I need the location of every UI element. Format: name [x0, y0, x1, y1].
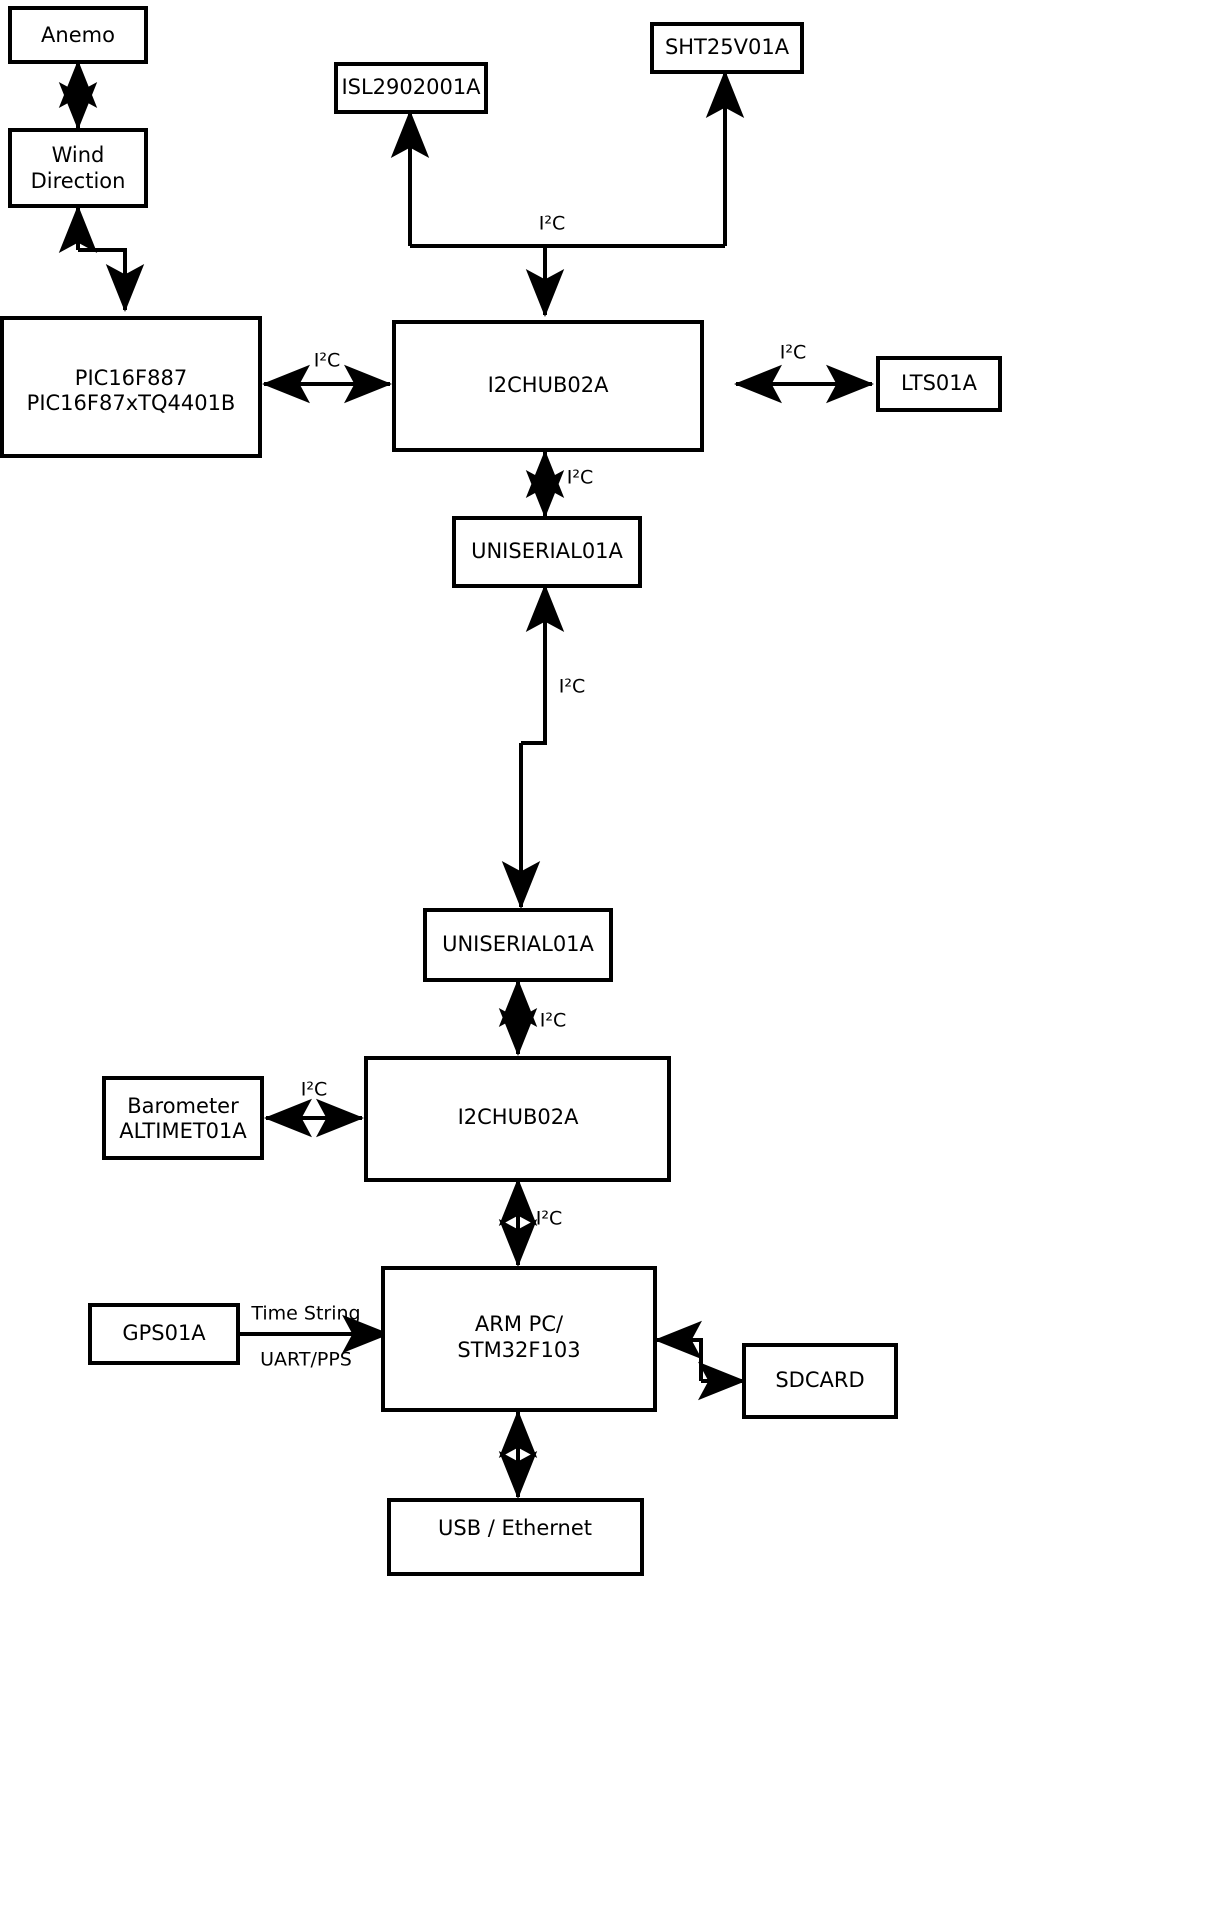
node-arm-pc-label-line1: ARM PC/ — [475, 1312, 564, 1336]
edge-arm-sdcard — [654, 1320, 746, 1401]
node-sdcard-box[interactable] — [742, 1343, 898, 1419]
edge-label-i2c-pic: I²C — [314, 350, 341, 372]
node-lts01a[interactable]: LTS01A — [876, 356, 1002, 412]
node-barometer-altimet01a[interactable]: Barometer ALTIMET01A — [102, 1076, 264, 1160]
node-arm-pc-label-line2: STM32F103 — [457, 1338, 580, 1362]
node-i2chub02a-bottom-label: I2CHUB02A — [458, 1105, 580, 1129]
node-gps01a[interactable]: GPS01A — [88, 1303, 240, 1365]
node-sdcard[interactable]: SDCARD — [742, 1343, 898, 1419]
node-isl2902001a[interactable]: ISL2902001A — [334, 62, 488, 114]
node-arm-pc[interactable]: ARM PC/ STM32F103 — [381, 1266, 657, 1412]
node-lts01a-label: LTS01A — [901, 371, 978, 395]
edge-i2c-bus-top — [390, 70, 745, 317]
node-sht25v01a-label: SHT25V01A — [665, 35, 790, 59]
node-isl2902001a-label: ISL2902001A — [341, 75, 481, 99]
node-wind-direction-label-line1: Wind — [52, 143, 105, 167]
node-usb-ethernet-label: USB / Ethernet — [438, 1516, 592, 1540]
node-wind-direction-label-line2: Direction — [31, 169, 126, 193]
edge-label-i2c-lts: I²C — [780, 342, 807, 364]
edge-label-i2c-hub-uniserial: I²C — [567, 467, 594, 489]
node-i2chub02a-bottom[interactable]: I2CHUB02A — [364, 1056, 671, 1182]
node-uniserial01a-top-box[interactable] — [452, 516, 642, 588]
edge-pic-wind — [58, 205, 145, 312]
node-pic16f887-box[interactable] — [0, 316, 262, 458]
node-pic16f887-label-line1: PIC16F887 — [75, 366, 187, 390]
edge-label-i2c-uniserial-hub: I²C — [540, 1010, 567, 1032]
edge-uniserial-uniserial — [501, 584, 565, 909]
edge-label-time-string: Time String — [250, 1303, 360, 1325]
edge-label-uart-pps: UART/PPS — [260, 1349, 352, 1371]
node-i2chub02a-bottom-box[interactable] — [364, 1056, 671, 1182]
edge-arrow-to-pic — [78, 248, 145, 312]
node-anemo[interactable]: Anemo — [8, 6, 148, 64]
edge-label-i2c-barometer: I²C — [301, 1079, 328, 1101]
node-i2chub02a-top[interactable]: I2CHUB02A — [392, 320, 704, 452]
node-barometer-label-line2: ALTIMET01A — [119, 1119, 247, 1143]
node-sht25v01a[interactable]: SHT25V01A — [650, 22, 804, 74]
node-wind-direction-box[interactable] — [8, 128, 148, 208]
node-sdcard-label: SDCARD — [775, 1368, 864, 1392]
node-lts01a-box[interactable] — [876, 356, 1002, 412]
node-anemo-label: Anemo — [41, 23, 115, 47]
node-wind-direction[interactable]: Wind Direction — [8, 128, 148, 208]
edge-label-i2c-bus: I²C — [539, 213, 566, 235]
node-uniserial01a-bottom[interactable]: UNISERIAL01A — [423, 908, 613, 982]
node-isl2902001a-box[interactable] — [334, 62, 488, 114]
node-usb-ethernet-box[interactable] — [387, 1498, 644, 1576]
node-uniserial01a-top-label: UNISERIAL01A — [471, 539, 623, 563]
node-uniserial01a-bottom-label: UNISERIAL01A — [442, 932, 594, 956]
node-uniserial01a-bottom-box[interactable] — [423, 908, 613, 982]
node-arm-pc-box[interactable] — [381, 1266, 657, 1412]
node-pic16f887-label-line2: PIC16F87xTQ4401B — [27, 391, 236, 415]
node-gps01a-label: GPS01A — [122, 1321, 206, 1345]
node-i2chub02a-top-label: I2CHUB02A — [488, 373, 610, 397]
edge-arrow-up — [521, 584, 565, 745]
node-barometer-label-line1: Barometer — [127, 1094, 239, 1118]
node-gps01a-box[interactable] — [88, 1303, 240, 1365]
node-pic16f887[interactable]: PIC16F887 PIC16F87xTQ4401B — [0, 316, 262, 458]
edge-label-i2c-uniserial-uniserial: I²C — [559, 676, 586, 698]
node-i2chub02a-top-box[interactable] — [392, 320, 704, 452]
node-sht25v01a-box[interactable] — [650, 22, 804, 74]
edge-label-i2c-hub-arm: I²C — [536, 1208, 563, 1230]
node-barometer-altimet01a-box[interactable] — [102, 1076, 264, 1160]
edge-arrow-to-arm — [654, 1320, 703, 1381]
node-usb-ethernet[interactable]: USB / Ethernet — [387, 1498, 644, 1576]
node-anemo-box[interactable] — [8, 6, 148, 64]
node-uniserial01a-top[interactable]: UNISERIAL01A — [452, 516, 642, 588]
